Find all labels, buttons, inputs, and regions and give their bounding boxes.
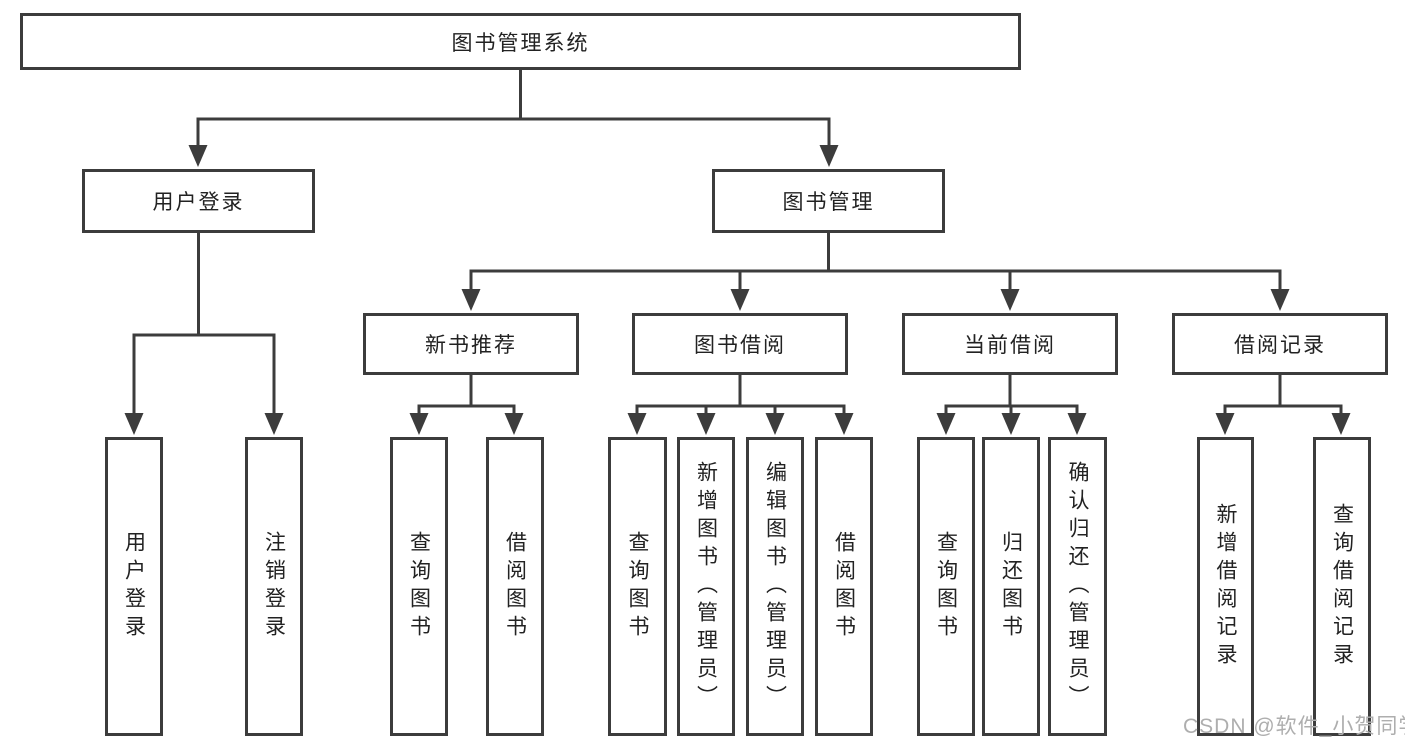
node-new-book-recommendation: 新书推荐: [363, 313, 579, 375]
leaf-borrow-books-recommend: 借阅图书: [486, 437, 544, 736]
leaf-user-login: 用户登录: [105, 437, 163, 736]
node-label: 新书推荐: [425, 334, 517, 357]
leaf-query-books-current: 查询图书: [917, 437, 975, 736]
leaf-label: 查询图书: [934, 530, 958, 643]
leaf-add-borrow-record: 新增借阅记录: [1197, 437, 1254, 736]
leaf-label: 新增借阅记录: [1214, 502, 1238, 671]
node-borrowing-records: 借阅记录: [1172, 313, 1388, 375]
node-label: 图书管理: [782, 191, 875, 214]
leaf-add-book-admin: 新增图书（管理员）: [677, 437, 735, 736]
leaf-label: 编辑图书（管理员）: [763, 460, 787, 713]
arrowheads: [124, 145, 1351, 435]
leaf-label: 归还图书: [999, 530, 1023, 643]
leaf-borrow-books-borrowing: 借阅图书: [815, 437, 873, 736]
node-book-management: 图书管理: [712, 169, 945, 233]
leaf-label: 查询图书: [407, 530, 431, 643]
leaf-query-borrow-record: 查询借阅记录: [1313, 437, 1371, 736]
leaf-label: 查询图书: [626, 530, 650, 643]
leaf-query-books-recommend: 查询图书: [390, 437, 448, 736]
leaf-label: 借阅图书: [832, 530, 856, 643]
node-current-borrowing: 当前借阅: [902, 313, 1118, 375]
leaf-label: 确认归还（管理员）: [1066, 460, 1090, 713]
node-label: 当前借阅: [964, 334, 1056, 357]
node-book-borrowing: 图书借阅: [632, 313, 848, 375]
csdn-watermark: CSDN @软件_小贺同学: [1183, 715, 1405, 738]
node-label: 图书管理系统: [451, 31, 590, 55]
leaf-label: 查询借阅记录: [1330, 502, 1354, 671]
leaf-label: 注销登录: [262, 530, 286, 643]
leaf-edit-book-admin: 编辑图书（管理员）: [746, 437, 804, 736]
node-library-management-system: 图书管理系统: [20, 13, 1021, 70]
leaf-query-books-borrowing: 查询图书: [608, 437, 667, 736]
leaf-return-book: 归还图书: [982, 437, 1040, 736]
node-user-login: 用户登录: [82, 169, 315, 233]
node-label: 借阅记录: [1234, 334, 1326, 357]
leaf-label: 用户登录: [122, 530, 146, 643]
leaf-logout: 注销登录: [245, 437, 303, 736]
node-label: 用户登录: [152, 191, 245, 214]
node-label: 图书借阅: [694, 334, 786, 357]
leaf-label: 新增图书（管理员）: [694, 460, 718, 713]
leaf-confirm-return-admin: 确认归还（管理员）: [1048, 437, 1107, 736]
leaf-label: 借阅图书: [503, 530, 527, 643]
